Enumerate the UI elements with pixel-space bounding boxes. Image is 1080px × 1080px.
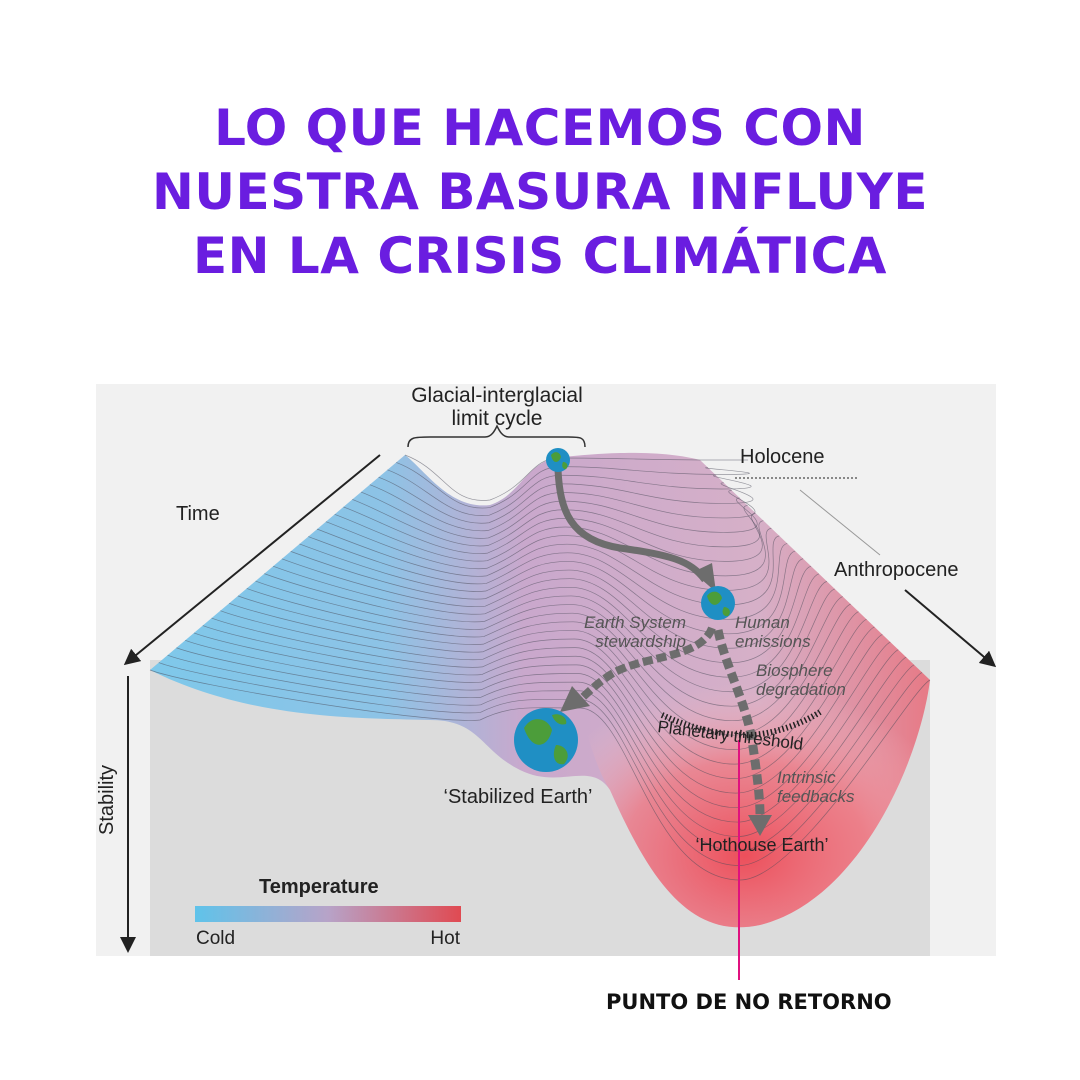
point-of-no-return-callout: PUNTO DE NO RETORNO bbox=[606, 990, 892, 1014]
stewardship-path-arrowhead bbox=[560, 686, 590, 712]
earth-globe-stabilized-icon bbox=[514, 708, 578, 772]
biosphere-label-line-2: degradation bbox=[756, 680, 846, 699]
contour-line bbox=[343, 506, 763, 562]
contour-line bbox=[158, 662, 923, 866]
contour-line bbox=[290, 551, 804, 649]
anthropocene-label: Anthropocene bbox=[834, 559, 959, 581]
earth-system-label-line-2: stewardship bbox=[595, 632, 686, 651]
headline-line-1: LO QUE HACEMOS CON bbox=[214, 99, 866, 157]
cycle-brace bbox=[407, 424, 586, 448]
legend-cold-label: Cold bbox=[196, 928, 235, 949]
contour-line bbox=[264, 573, 828, 693]
time-label: Time bbox=[176, 503, 220, 525]
hothouse-earth-label: ‘Hothouse Earth’ bbox=[695, 835, 828, 855]
contour-line bbox=[211, 617, 875, 779]
anthropocene-arrow bbox=[904, 589, 997, 668]
contour-line bbox=[316, 528, 780, 606]
human-emissions-label-line-2: emissions bbox=[735, 632, 811, 651]
contour-lines bbox=[149, 454, 931, 881]
earth-globe-top-icon bbox=[546, 448, 570, 472]
hothouse-path-arrowhead bbox=[748, 815, 772, 836]
stewardship-path-arrow bbox=[572, 626, 716, 708]
contour-line bbox=[387, 469, 752, 516]
contour-line bbox=[334, 513, 766, 577]
hothouse-path-arrow bbox=[713, 629, 765, 816]
human-emissions-label-line-1: Human bbox=[735, 613, 790, 632]
holocene-path-arrow bbox=[554, 469, 708, 583]
contour-line bbox=[193, 632, 891, 808]
biosphere-label-line-1: Biosphere bbox=[756, 661, 833, 680]
holocene-label: Holocene bbox=[740, 446, 825, 468]
contour-line bbox=[281, 558, 812, 664]
headline-line-2: NUESTRA BASURA INFLUYE bbox=[152, 163, 928, 221]
contour-line bbox=[220, 610, 867, 765]
contour-line bbox=[308, 536, 788, 620]
contour-line bbox=[149, 669, 931, 881]
contour-line bbox=[255, 580, 835, 707]
contour-line bbox=[202, 625, 883, 794]
stabilized-earth-label: ‘Stabilized Earth’ bbox=[444, 786, 593, 808]
cycle-label-line-2: limit cycle bbox=[451, 407, 542, 430]
contour-line bbox=[185, 640, 899, 823]
stability-label: Stability bbox=[96, 765, 118, 835]
temperature-legend-scale bbox=[195, 906, 461, 922]
temperature-legend-title: Temperature bbox=[259, 876, 379, 898]
legend-hot-label: Hot bbox=[430, 928, 460, 949]
contour-line bbox=[299, 543, 796, 635]
contour-line bbox=[237, 595, 851, 736]
contour-line bbox=[404, 454, 749, 501]
intrinsic-feedbacks-label-line-1: Intrinsic bbox=[777, 768, 836, 787]
headline-line-3: EN LA CRISIS CLIMÁTICA bbox=[192, 227, 888, 285]
intrinsic-feedbacks-label-line-2: feedbacks bbox=[777, 787, 855, 806]
earth-system-label-line-1: Earth System bbox=[584, 613, 686, 632]
contour-line bbox=[246, 588, 843, 722]
earth-globe-mid-icon bbox=[701, 586, 735, 620]
holocene-path-arrowhead bbox=[693, 563, 716, 592]
contour-line bbox=[396, 462, 750, 509]
contour-line bbox=[369, 484, 756, 532]
anthropocene-guide-line bbox=[799, 489, 881, 556]
contour-line bbox=[360, 491, 758, 539]
contour-line bbox=[325, 521, 772, 591]
headline: LO QUE HACEMOS CON NUESTRA BASURA INFLUY… bbox=[0, 96, 1080, 288]
planetary-threshold-arc bbox=[660, 709, 822, 739]
time-arrow bbox=[123, 454, 381, 666]
cycle-label-line-1: Glacial-interglacial bbox=[411, 384, 583, 407]
contour-line bbox=[229, 602, 859, 751]
contour-line bbox=[272, 565, 820, 678]
contour-line bbox=[378, 476, 754, 524]
contour-line bbox=[167, 654, 915, 852]
hothouse-glow bbox=[560, 640, 930, 928]
